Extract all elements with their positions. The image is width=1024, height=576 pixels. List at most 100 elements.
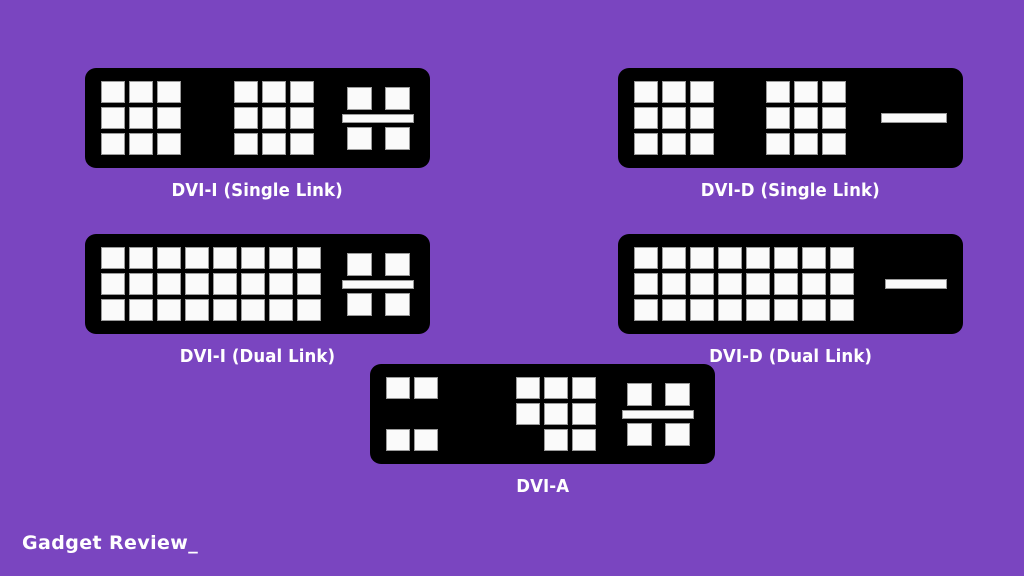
pin — [261, 133, 286, 155]
analog-ground-blade — [342, 279, 414, 289]
pin — [802, 299, 826, 321]
pin-column — [690, 247, 714, 321]
pin-column — [662, 247, 686, 321]
analog-pin — [664, 382, 690, 406]
pin — [718, 299, 742, 321]
digital-pin-group-left — [101, 81, 181, 155]
pin-column — [414, 377, 438, 451]
pin — [185, 247, 209, 269]
digital-pin-group-left — [386, 377, 438, 451]
digital-pin-group-middle — [516, 377, 596, 451]
pin — [718, 247, 742, 269]
pin — [662, 133, 686, 155]
connector-body — [370, 364, 715, 464]
pin-column — [261, 81, 286, 155]
pin — [662, 273, 686, 295]
pin — [765, 81, 790, 103]
pin — [101, 107, 125, 129]
pin-column — [101, 81, 125, 155]
pin — [746, 299, 770, 321]
pin-column — [129, 247, 153, 321]
pin — [774, 247, 798, 269]
pin — [793, 81, 818, 103]
pin — [297, 247, 321, 269]
pin — [233, 81, 258, 103]
pin — [185, 299, 209, 321]
connector-body — [85, 234, 430, 334]
pin — [746, 247, 770, 269]
pin — [261, 107, 286, 129]
pin — [544, 429, 568, 451]
pin — [101, 273, 125, 295]
pin — [765, 107, 790, 129]
connector-dvi-a: DVI-A — [370, 364, 715, 497]
connector-body — [85, 68, 430, 168]
pin — [185, 273, 209, 295]
pin-column — [830, 247, 854, 321]
pin — [690, 107, 714, 129]
analog-ground-blade — [342, 113, 414, 123]
pin — [516, 377, 540, 399]
digital-pin-group-right — [233, 81, 314, 155]
pin — [793, 133, 818, 155]
pin — [572, 429, 596, 451]
analog-pin — [384, 252, 410, 276]
connector-label: DVI-A — [516, 476, 569, 497]
pin-column — [185, 247, 209, 321]
analog-pin — [346, 86, 372, 110]
pin — [634, 81, 658, 103]
pin — [802, 273, 826, 295]
pin — [662, 81, 686, 103]
pin — [774, 273, 798, 295]
pin-column — [157, 247, 181, 321]
connector-body — [618, 234, 963, 334]
pin-column — [544, 377, 568, 451]
pin — [101, 133, 125, 155]
pin — [690, 247, 714, 269]
pin — [634, 133, 658, 155]
pin — [821, 107, 846, 129]
pin — [129, 299, 153, 321]
pin — [269, 299, 293, 321]
pin — [386, 377, 410, 399]
pin — [157, 81, 181, 103]
analog-pin-group — [342, 86, 414, 150]
connector-dvi-d-single-link: DVI-D (Single Link) — [618, 68, 963, 201]
pin — [157, 107, 181, 129]
analog-pin-group — [622, 382, 694, 446]
pin — [634, 273, 658, 295]
pin-column — [101, 247, 125, 321]
pin — [793, 107, 818, 129]
pin — [241, 299, 265, 321]
analog-pin — [384, 86, 410, 110]
pin — [386, 429, 410, 451]
analog-pin — [346, 252, 372, 276]
pin — [662, 107, 686, 129]
pin — [572, 377, 596, 399]
analog-pin — [384, 126, 410, 150]
pin — [662, 299, 686, 321]
analog-pin — [384, 292, 410, 316]
connector-dvi-i-single-link: DVI-I (Single Link) — [85, 68, 430, 201]
pin — [289, 133, 314, 155]
digital-pin-group-right — [765, 81, 846, 155]
pin — [690, 81, 714, 103]
watermark-gadget-review: Gadget Review_ — [22, 532, 199, 554]
analog-ground-blade — [884, 279, 947, 289]
connector-dvi-i-dual-link: DVI-I (Dual Link) — [85, 234, 430, 367]
digital-pin-group — [634, 247, 854, 321]
connector-body — [618, 68, 963, 168]
pin-column — [718, 247, 742, 321]
pin — [690, 299, 714, 321]
pin-column — [297, 247, 321, 321]
connector-label: DVI-I (Single Link) — [171, 180, 344, 201]
pin — [662, 247, 686, 269]
pin — [241, 247, 265, 269]
pin — [101, 247, 125, 269]
pin-column — [690, 81, 714, 155]
pin — [544, 377, 568, 399]
pin — [690, 133, 714, 155]
pin — [129, 133, 153, 155]
analog-pin-group — [342, 252, 414, 316]
